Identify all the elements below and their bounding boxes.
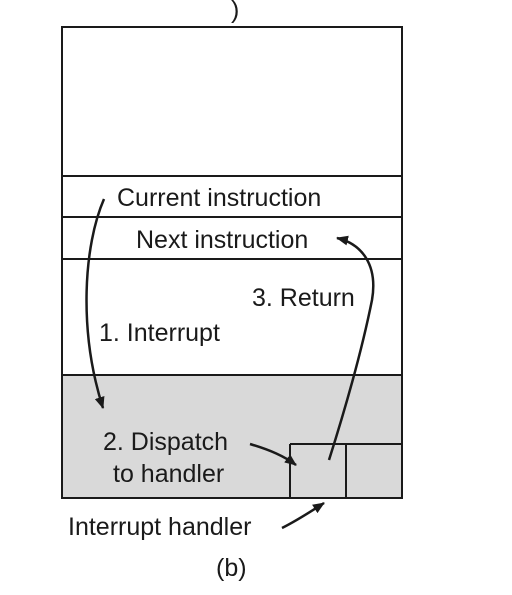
return-label: 3. Return — [252, 284, 355, 312]
caption: (b) — [216, 554, 247, 582]
interrupt-label: 1. Interrupt — [99, 319, 220, 347]
interrupt-arrow — [85, 198, 106, 409]
current-instruction-label: Current instruction — [117, 184, 321, 212]
memory-box — [61, 26, 403, 499]
handler-pointer-arrow — [281, 501, 325, 530]
dispatch-label-line2: to handler — [113, 460, 224, 488]
figure-marker: ) — [231, 0, 239, 24]
interrupt-handler-label: Interrupt handler — [68, 513, 251, 541]
return-arrow — [327, 235, 375, 461]
dispatch-label: 2. Dispatch — [103, 428, 228, 456]
next-instruction-label: Next instruction — [136, 226, 308, 254]
dispatch-arrow — [249, 442, 297, 467]
